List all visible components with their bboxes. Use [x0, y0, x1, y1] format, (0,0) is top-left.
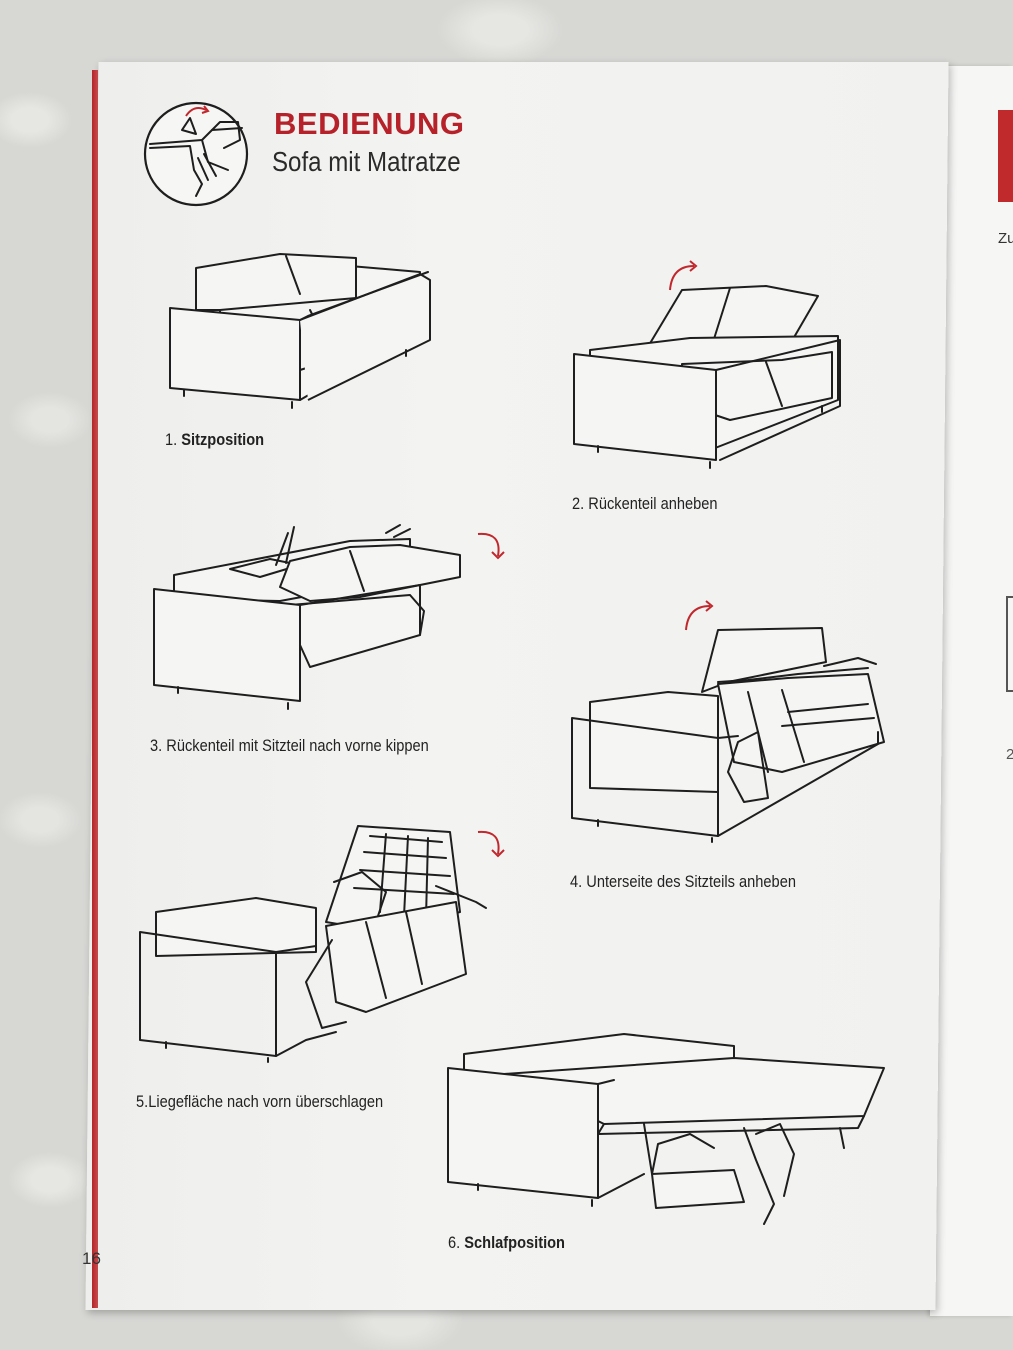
- step-6-illustration: [447, 1033, 885, 1225]
- step-5-illustration: [139, 825, 487, 1063]
- page-number: 16: [82, 1249, 101, 1268]
- curved-red-arrow-icon: [477, 532, 505, 560]
- step-4-label: 4. Unterseite des Sitzteils anheben: [570, 872, 796, 891]
- step-2-illustration: [573, 285, 841, 469]
- page-title: BEDIENUNG: [274, 106, 465, 141]
- curved-red-arrow-icon: [477, 830, 505, 858]
- right-page-box: [1006, 596, 1013, 692]
- right-page-fragment-mid: 2: [1006, 746, 1013, 763]
- page-red-binding: [92, 70, 98, 1308]
- right-page-fragment-top: Zu: [998, 230, 1013, 247]
- page-subtitle: Sofa mit Matratze: [272, 146, 461, 177]
- step-1-label: 1. Sitzposition: [165, 430, 265, 449]
- sofa-mechanism-icon: [143, 101, 249, 207]
- step-5-label: 5.Liegefläche nach vorn überschlagen: [136, 1092, 384, 1111]
- step-1-illustration: [169, 253, 431, 409]
- step-2-label: 2. Rückenteil anheben: [572, 494, 718, 513]
- right-page-red-tab: [998, 110, 1013, 202]
- curved-red-arrow-icon: [669, 260, 698, 291]
- step-3-label: 3. Rückenteil mit Sitzteil nach vorne ki…: [150, 736, 429, 755]
- step-3-illustration: [153, 524, 461, 710]
- step-4-illustration: [571, 627, 885, 843]
- step-6-label: 6. Schlafposition: [448, 1233, 566, 1252]
- curved-red-arrow-icon: [685, 600, 714, 631]
